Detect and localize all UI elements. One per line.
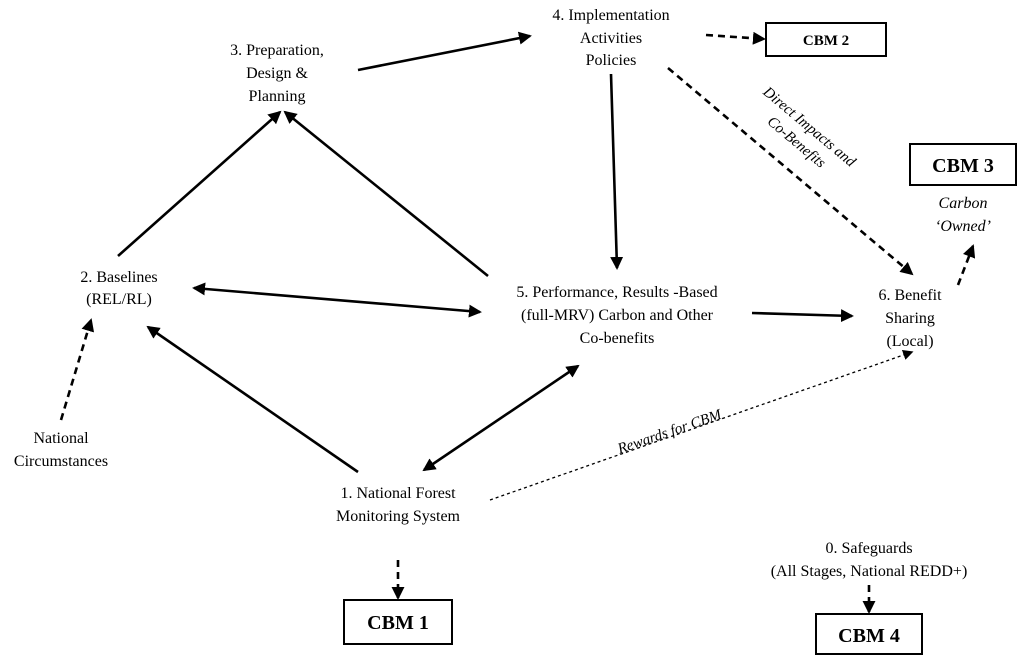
arrow-implementation-to-benefit-sharing [667,67,914,276]
carbon-owned-line-2: ‘Owned’ [935,218,991,235]
arrow-baselines-to-preparation [117,110,282,257]
arrow-monitoring-to-benefit-sharing [489,350,914,501]
cbm2-box: CBM 2 [765,22,887,57]
arrow-monitoring-to-baselines [146,325,359,474]
circumstances-line-2: Circumstances [14,453,108,470]
arrow-performance-to-preparation [283,110,489,278]
performance-line-2: (full-MRV) Carbon and Other [521,307,714,324]
implementation-line-2: Activities [580,30,642,47]
annotation-carbon-owned: Carbon ‘Owned’ [935,195,991,235]
node-benefit-sharing: 6. Benefit Sharing (Local) [878,287,942,350]
preparation-line-1: 3. Preparation, [230,42,324,59]
arrow-monitoring-performance [422,364,580,472]
node-performance: 5. Performance, Results -Based (full-MRV… [516,284,717,347]
node-safeguards: 0. Safeguards (All Stages, National REDD… [771,540,968,580]
annotation-direct-impacts: Direct Impacts and Co-Benefits [759,83,859,171]
safeguards-line-1: 0. Safeguards [825,540,912,557]
arrow-performance-to-benefit-sharing [751,309,854,323]
monitoring-line-2: Monitoring System [336,508,461,525]
arrow-circumstances-to-baselines [59,318,95,421]
benefit-sharing-line-1: 6. Benefit [878,287,942,304]
node-preparation: 3. Preparation, Design & Planning [230,42,324,105]
annotation-rewards: Rewards for CBM [615,406,725,457]
monitoring-line-1: 1. National Forest [340,485,456,502]
arrow-benefit-sharing-to-cbm3 [956,244,976,286]
node-monitoring: 1. National Forest Monitoring System [336,485,461,525]
performance-line-1: 5. Performance, Results -Based [516,284,717,301]
carbon-owned-line-1: Carbon [939,195,988,212]
implementation-line-3: Policies [586,52,637,69]
arrow-baselines-performance [192,282,482,318]
cbm1-box: CBM 1 [343,599,453,645]
cbm3-box: CBM 3 [909,143,1017,186]
cbm4-box: CBM 4 [815,613,923,655]
node-national-circumstances: National Circumstances [14,430,108,470]
safeguards-line-2: (All Stages, National REDD+) [771,563,968,580]
implementation-line-1: 4. Implementation [552,7,669,24]
node-implementation: 4. Implementation Activities Policies [552,7,669,69]
circumstances-line-1: National [33,430,89,447]
preparation-line-2: Design & [246,65,308,82]
benefit-sharing-line-3: (Local) [886,333,933,350]
cbm4-label: CBM 4 [838,625,900,647]
performance-line-3: Co-benefits [580,330,655,347]
node-baselines: 2. Baselines (REL/RL) [80,269,157,308]
arrow-preparation-to-implementation [357,31,532,72]
arrow-implementation-to-cbm2 [705,31,766,45]
baselines-line-2: (REL/RL) [86,291,152,308]
cbm3-label: CBM 3 [932,155,994,177]
rewards-label: Rewards for CBM [615,406,725,457]
preparation-line-3: Planning [249,88,306,105]
arrow-implementation-to-performance [609,73,624,270]
cbm2-label: CBM 2 [803,33,849,49]
baselines-line-1: 2. Baselines [80,269,157,286]
cbm1-label: CBM 1 [367,612,429,634]
benefit-sharing-line-2: Sharing [885,310,935,327]
